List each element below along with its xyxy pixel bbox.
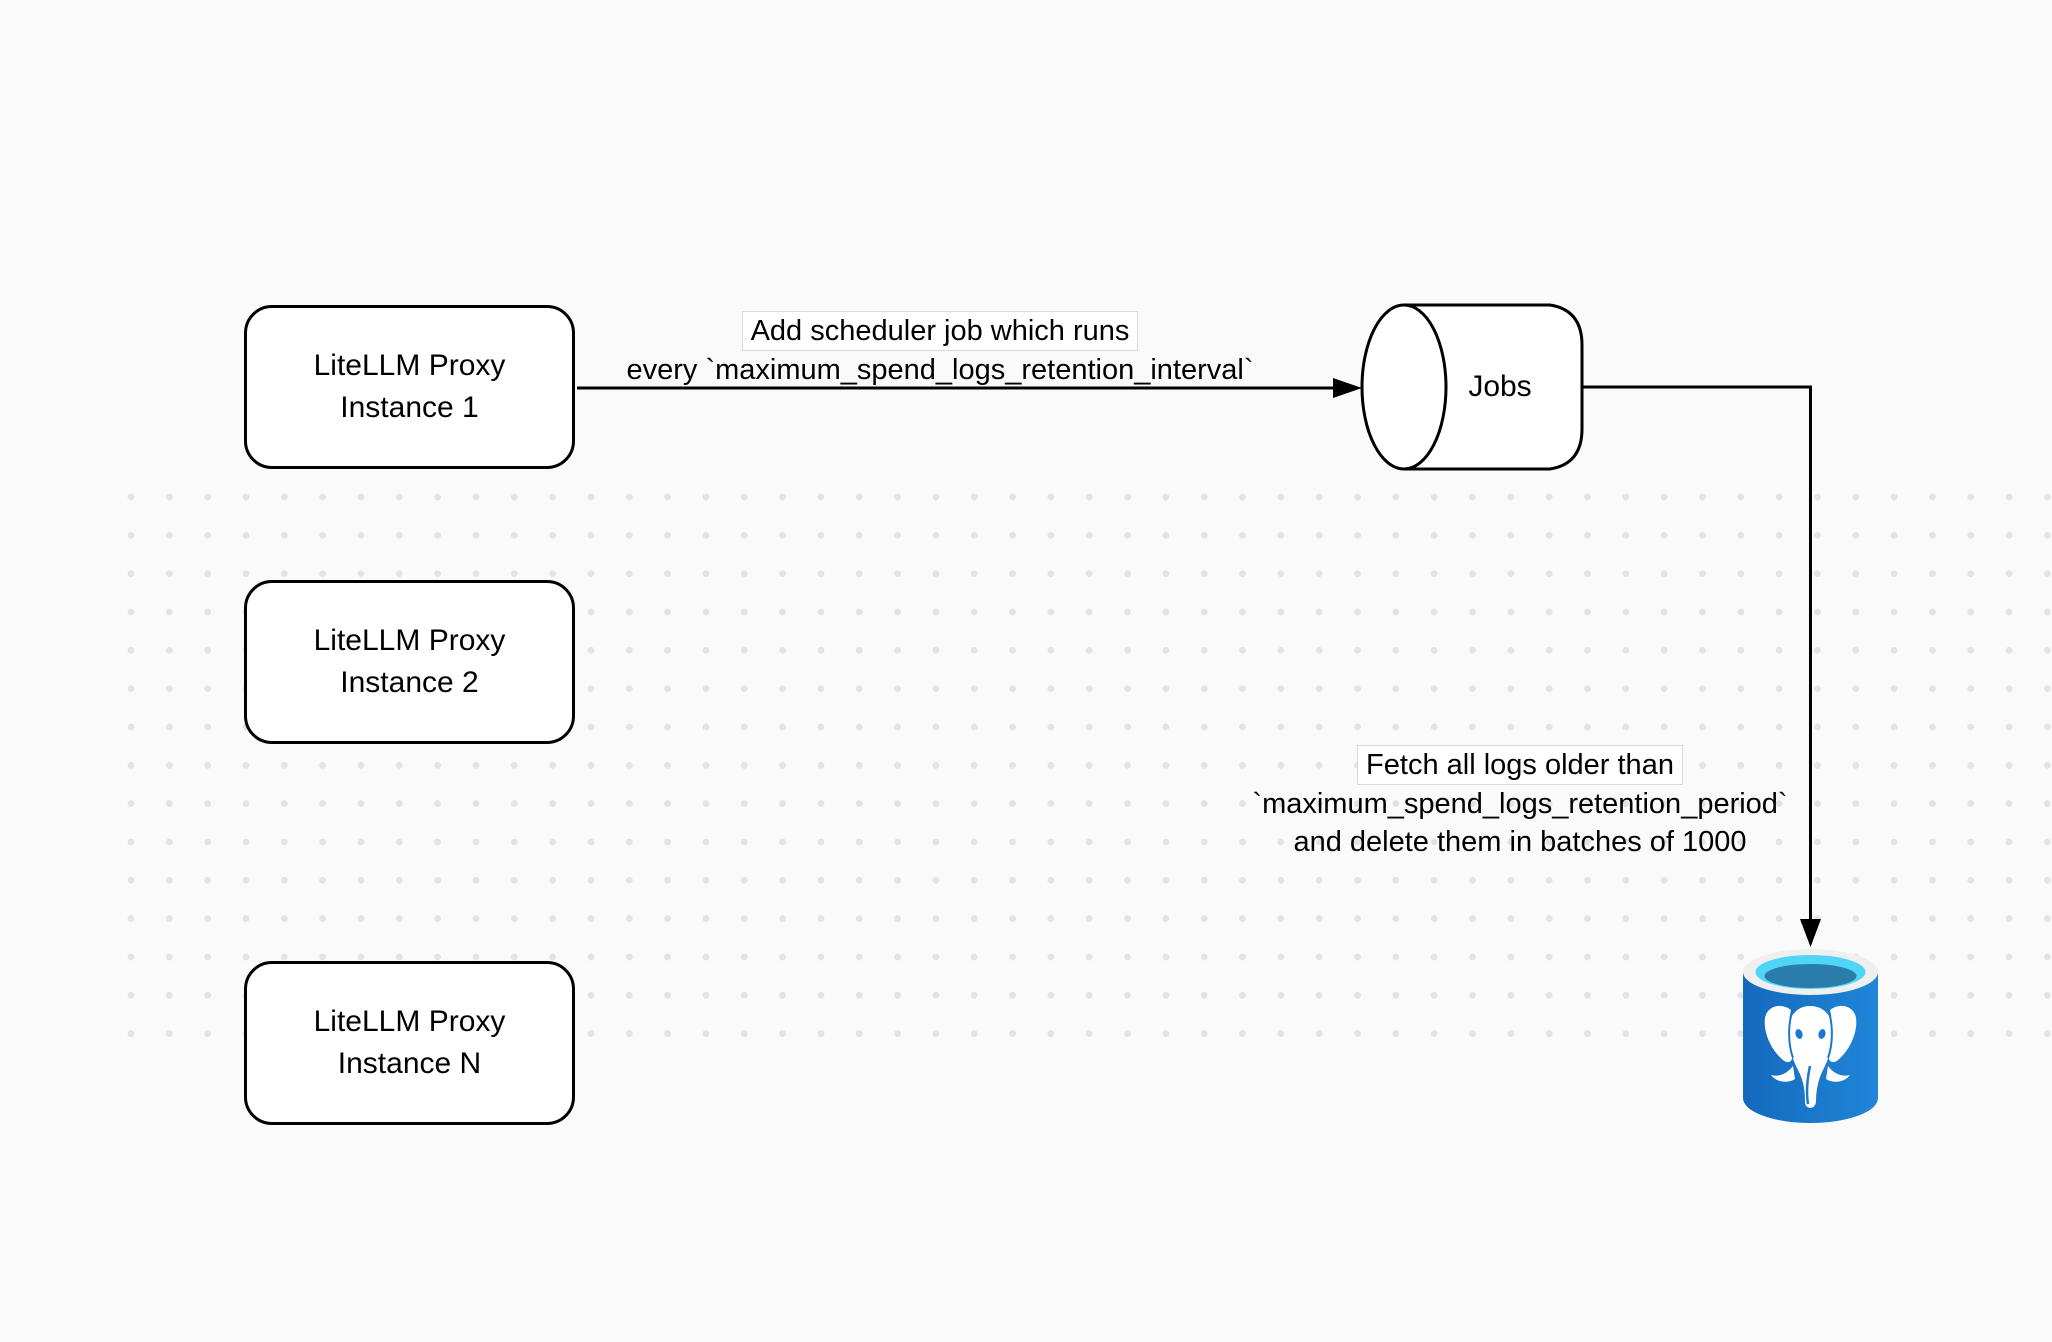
jobs-queue-shape [1360, 303, 1584, 471]
arrowhead-right-icon [1333, 378, 1362, 398]
node-label-line: LiteLLM Proxy [313, 1005, 506, 1038]
postgresql-icon [1743, 949, 1878, 1123]
edge-label-line: `maximum_spend_logs_retention_period` [1252, 788, 1788, 820]
edge-label-scheduler: Add scheduler job which runs every `maxi… [590, 311, 1290, 389]
node-label-line: Instance N [337, 1047, 482, 1080]
edge-label-line: and delete them in batches of 1000 [1293, 826, 1747, 858]
elephant-silhouette [1764, 1005, 1857, 1108]
edge-label-line: Fetch all logs older than [1357, 745, 1683, 785]
edge-jobs-to-db [1582, 385, 1812, 921]
arrowhead-down-icon [1800, 919, 1821, 947]
jobs-queue-label: Jobs [1468, 370, 1532, 403]
node-label-line: LiteLLM Proxy [313, 349, 506, 382]
edge-label-line: Add scheduler job which runs [741, 311, 1139, 351]
node-litellm-proxy-instance-2: LiteLLM Proxy Instance 2 [244, 580, 575, 744]
node-label-line: Instance 2 [340, 666, 479, 699]
node-label-line: Instance 1 [340, 391, 479, 424]
node-litellm-proxy-instance-1: LiteLLM Proxy Instance 1 [244, 305, 575, 469]
edge-label-line: every `maximum_spend_logs_retention_inte… [626, 354, 1254, 386]
edge-label-fetch-delete: Fetch all logs older than `maximum_spend… [1220, 745, 1820, 861]
node-litellm-proxy-instance-n: LiteLLM Proxy Instance N [244, 961, 575, 1125]
node-label-line: LiteLLM Proxy [313, 624, 506, 657]
